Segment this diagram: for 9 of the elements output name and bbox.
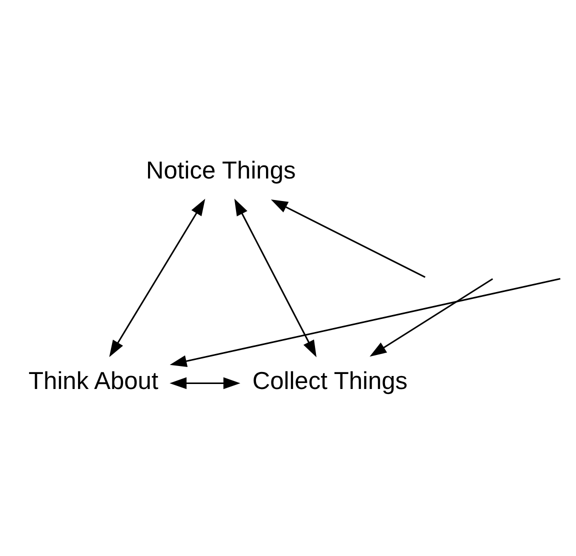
arrow (109, 198, 206, 358)
arrow (270, 200, 426, 278)
arrow (370, 278, 494, 357)
arrow (170, 278, 560, 367)
node-text: Notice Things (146, 158, 296, 185)
node-text: Think About (28, 368, 158, 396)
node-text: Collect Things (252, 368, 408, 396)
arrow (170, 377, 240, 390)
arrow (234, 198, 316, 358)
